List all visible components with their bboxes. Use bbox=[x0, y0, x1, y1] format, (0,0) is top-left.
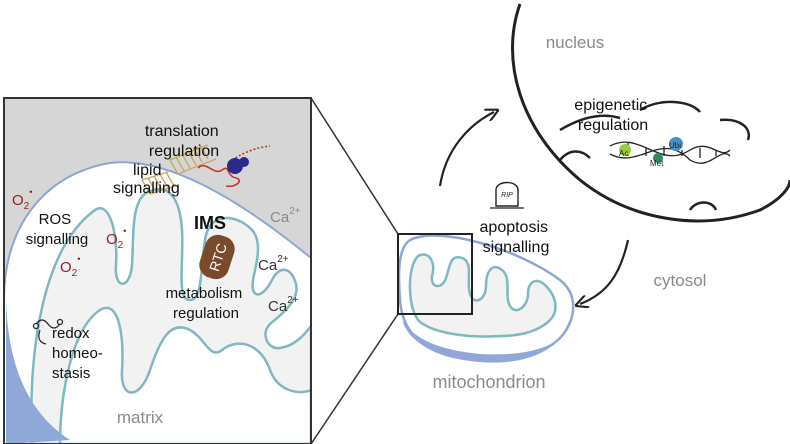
ac-marker-label: Ac bbox=[619, 149, 628, 158]
calcium-ion: Ca2+ bbox=[270, 206, 301, 226]
lipid-label-line2: signalling bbox=[113, 180, 180, 197]
metabolism-label-line1: metabolism bbox=[166, 285, 243, 302]
lipid-label-line1: lipid bbox=[133, 162, 161, 179]
zoom-panel: RTC bbox=[3, 97, 312, 444]
zoom-connector-top bbox=[310, 97, 399, 235]
cytosol-label: cytosol bbox=[654, 271, 707, 290]
o2-symbol: O bbox=[106, 231, 118, 248]
ca-symbol: Ca bbox=[268, 298, 288, 315]
mitochondrion bbox=[397, 233, 575, 363]
zoom-connector-bottom bbox=[310, 313, 399, 444]
o2-dot: • bbox=[77, 254, 80, 264]
redox-label-line1: redox bbox=[52, 325, 90, 342]
o2-dot: • bbox=[29, 187, 32, 197]
epigenetic-label-line1: epigenetic bbox=[574, 97, 647, 114]
o2-subscript: 2 bbox=[72, 268, 78, 279]
rtc-complex: RTC bbox=[199, 234, 235, 280]
lipid-bilayer-icon bbox=[141, 171, 177, 195]
ubiquitination-marker bbox=[669, 137, 683, 151]
chromatin-strand bbox=[639, 100, 701, 113]
metabolism-regulation-label: metabolism regulation bbox=[166, 285, 247, 322]
methylation-marker bbox=[653, 153, 663, 163]
calcium-ion: Ca2+ bbox=[258, 254, 289, 274]
text-labels: translation regulation lipid signalling … bbox=[12, 33, 706, 427]
redox-homeostasis-label: redox homeo- stasis bbox=[52, 325, 107, 382]
chromatin-strand bbox=[559, 114, 621, 132]
redox-label-line2: homeo- bbox=[52, 345, 103, 362]
redox-label-line3: stasis bbox=[52, 365, 90, 382]
apoptosis-label-line1: apoptosis bbox=[480, 219, 549, 236]
chromatin-strand bbox=[719, 118, 751, 141]
o2-radical: O2 • bbox=[106, 226, 126, 251]
met-marker-label: Met bbox=[650, 159, 664, 168]
apoptosis-label-line2: signalling bbox=[483, 239, 550, 256]
apoptosis-signalling-label: apoptosis signalling bbox=[480, 219, 553, 256]
ros-label-line2: signalling bbox=[26, 231, 89, 248]
ca-superscript: 2+ bbox=[277, 254, 289, 265]
translation-label-line1: translation bbox=[145, 123, 219, 140]
nuclear-envelope bbox=[511, 3, 790, 223]
epigenetic-label-line2: regulation bbox=[578, 117, 648, 134]
o2-symbol: O bbox=[60, 259, 72, 276]
o2-radical: O2 • bbox=[12, 187, 32, 212]
ca-symbol: Ca bbox=[258, 257, 278, 274]
ca-superscript: 2+ bbox=[287, 295, 299, 306]
o2-symbol: O bbox=[12, 192, 24, 209]
ribosome-icon bbox=[197, 145, 271, 188]
matrix-body bbox=[58, 306, 311, 444]
translation-regulation-label: translation regulation bbox=[145, 123, 223, 160]
tombstone-label: RIP bbox=[501, 192, 513, 199]
outer-membrane-wedge bbox=[6, 300, 70, 444]
ims-label: IMS bbox=[194, 213, 226, 233]
ros-label-line1: ROS bbox=[39, 211, 72, 228]
matrix-label: matrix bbox=[117, 408, 164, 427]
o2-subscript: 2 bbox=[24, 201, 30, 212]
lipid-bilayer-icon bbox=[169, 144, 217, 175]
o2-subscript: 2 bbox=[118, 240, 124, 251]
ca-symbol: Ca bbox=[270, 209, 290, 226]
lipid-signalling-label: lipid signalling bbox=[113, 162, 180, 197]
metabolism-label-line2: regulation bbox=[173, 305, 239, 322]
mitochondrion-label: mitochondrion bbox=[432, 372, 545, 392]
arrow-nucleus-to-mito bbox=[580, 239, 630, 304]
translation-label-line2: regulation bbox=[149, 143, 219, 160]
zoom-panel-frame bbox=[3, 97, 312, 444]
chromatin-strand bbox=[559, 150, 591, 161]
o2-radical: O2 • bbox=[60, 254, 80, 279]
redox-icon bbox=[32, 318, 64, 345]
nucleus-label: nucleus bbox=[546, 33, 605, 52]
ubi-marker-label: Ubi bbox=[669, 141, 681, 150]
nucleus bbox=[511, 3, 790, 223]
arrow-mito-to-nucleus bbox=[438, 112, 494, 187]
calcium-ion: Ca2+ bbox=[268, 295, 299, 315]
epigenetic-regulation-label: epigenetic regulation bbox=[574, 97, 651, 134]
mitochondrion-cristae bbox=[408, 253, 557, 338]
mitochondrion-outer-shadow bbox=[402, 320, 560, 363]
acetylation-marker bbox=[619, 144, 631, 156]
ca-superscript: 2+ bbox=[289, 206, 301, 217]
tombstone-icon: RIP bbox=[490, 181, 524, 209]
ros-signalling-label: ROS signalling bbox=[26, 211, 89, 248]
zoom-frame bbox=[397, 233, 473, 315]
chromatin-strand bbox=[688, 201, 718, 211]
o2-dot: • bbox=[123, 226, 126, 236]
